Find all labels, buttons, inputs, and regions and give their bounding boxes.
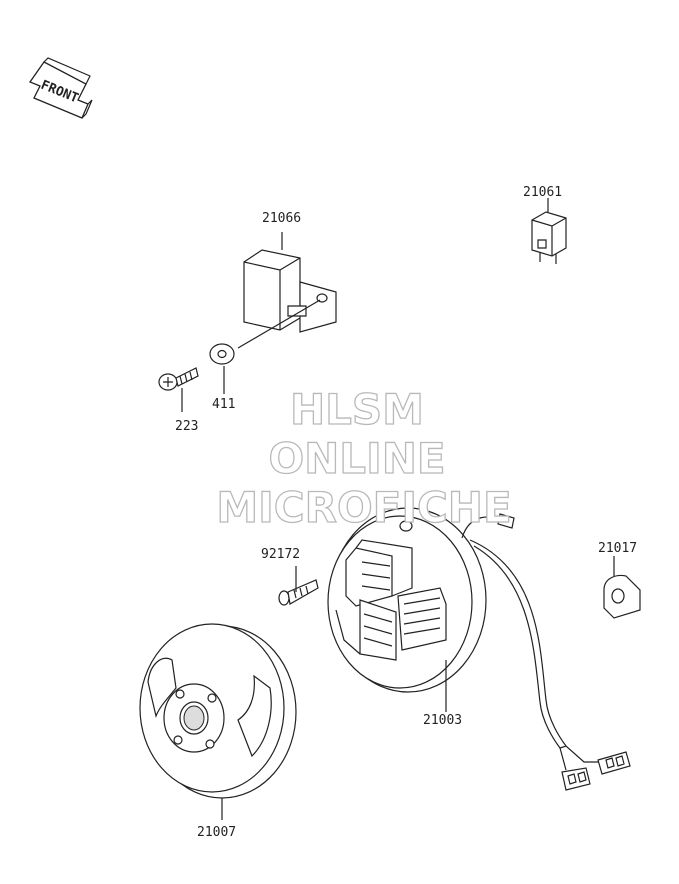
leader-line [237, 299, 321, 349]
part-411-washer[interactable] [209, 343, 235, 394]
watermark: HLSM ONLINE MICROFICHE [216, 384, 513, 532]
part-223-bolt[interactable] [158, 367, 199, 412]
part-number-21066: 21066 [262, 211, 301, 226]
part-21003-stator[interactable] [327, 507, 487, 712]
watermark-line-3: MICROFICHE [216, 483, 511, 532]
part-number-21007: 21007 [197, 825, 236, 840]
part-number-21003: 21003 [423, 713, 462, 728]
part-21061-relay[interactable] [531, 198, 567, 264]
part-21017-grommet[interactable] [603, 556, 641, 619]
front-arrow-icon: FRONT [28, 57, 93, 119]
part-number-21017: 21017 [598, 541, 637, 556]
watermark-line-2: ONLINE [268, 434, 445, 483]
watermark-line-1: HLSM [290, 385, 424, 434]
wire-harness [461, 513, 631, 791]
part-number-223: 223 [175, 419, 198, 434]
part-number-92172: 92172 [261, 547, 300, 562]
part-21007-flywheel[interactable] [139, 623, 297, 820]
part-21066-regulator[interactable] [243, 232, 337, 333]
part-number-21061: 21061 [523, 185, 562, 200]
part-92172-screw[interactable] [278, 566, 319, 606]
part-number-411: 411 [212, 397, 235, 412]
